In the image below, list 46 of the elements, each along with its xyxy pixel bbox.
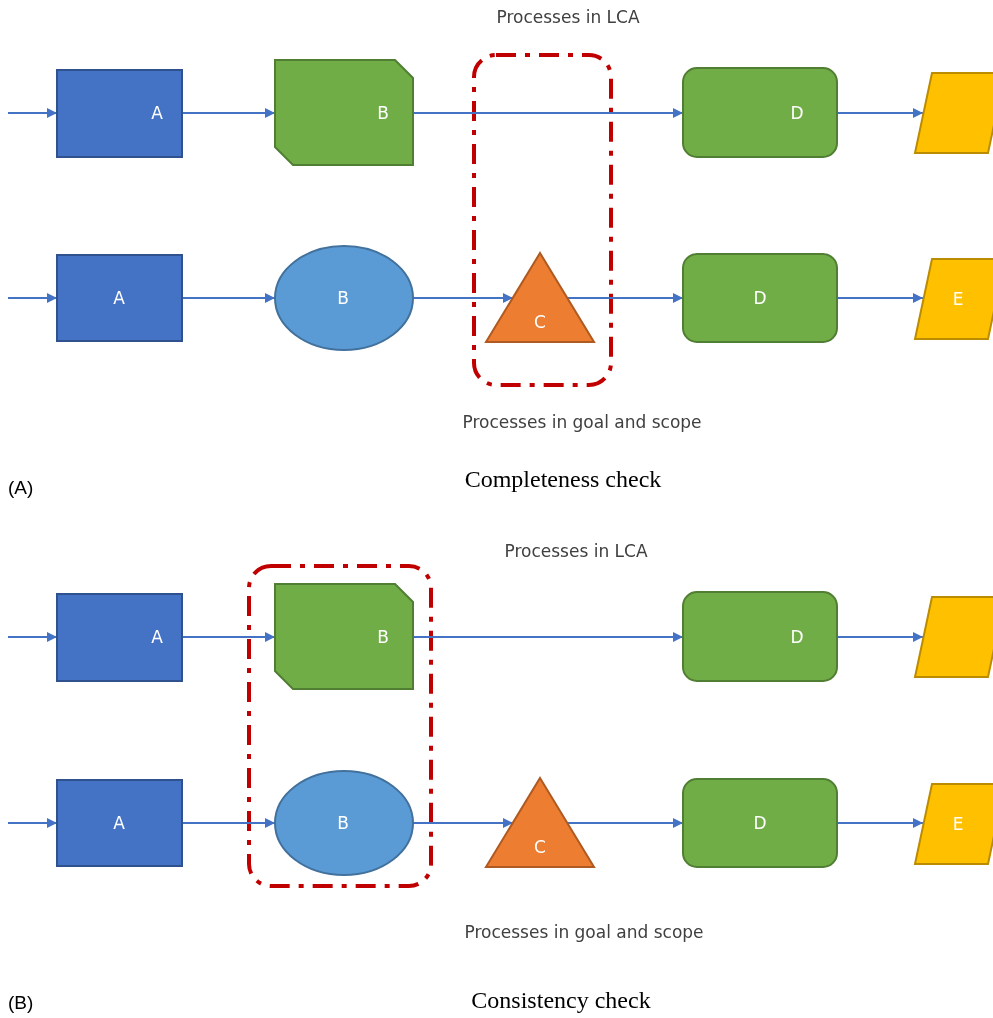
arrow — [7, 108, 58, 118]
node-label: A — [151, 103, 163, 123]
process-box — [57, 594, 182, 681]
node-label: A — [113, 813, 125, 833]
parallelogram — [915, 259, 993, 339]
frame-caption: Processes in LCA — [496, 7, 640, 27]
snipped-box — [275, 584, 413, 689]
ellipse — [275, 246, 413, 350]
node-label: E — [952, 814, 964, 834]
snipped-box — [275, 60, 413, 165]
arrow — [7, 818, 58, 828]
process-box — [57, 70, 182, 157]
process-box — [57, 255, 182, 341]
frame-caption: Processes in goal and scope — [462, 412, 702, 432]
rounded-box — [683, 254, 837, 342]
frame-caption: Processes in goal and scope — [464, 922, 704, 942]
rounded-box — [683, 779, 837, 867]
rounded-box — [683, 592, 837, 681]
panel-label: (A) — [8, 477, 34, 499]
node-label: A — [151, 627, 163, 647]
triangle — [486, 253, 594, 342]
node-label: B — [337, 813, 349, 833]
parallelogram — [915, 73, 993, 153]
rounded-box — [683, 68, 837, 157]
triangle — [486, 778, 594, 867]
node-label: E — [952, 289, 964, 309]
arrow — [7, 632, 58, 642]
node-label: C — [534, 837, 546, 857]
node-label: D — [753, 813, 767, 833]
node-label: B — [377, 103, 389, 123]
panel-title: Consistency check — [471, 986, 651, 1014]
node-label: A — [113, 288, 125, 308]
node-label: B — [377, 627, 389, 647]
node-label: D — [790, 627, 804, 647]
parallelogram — [915, 784, 993, 864]
node-label: B — [337, 288, 349, 308]
node-label: C — [534, 312, 546, 332]
node-label: D — [753, 288, 767, 308]
parallelogram — [915, 597, 993, 677]
ellipse — [275, 771, 413, 875]
node-label: D — [790, 103, 804, 123]
frame-caption: Processes in LCA — [504, 541, 648, 561]
arrow — [7, 293, 58, 303]
panel-label: (B) — [8, 992, 34, 1014]
process-box — [57, 780, 182, 866]
panel-title: Completeness check — [464, 465, 662, 493]
